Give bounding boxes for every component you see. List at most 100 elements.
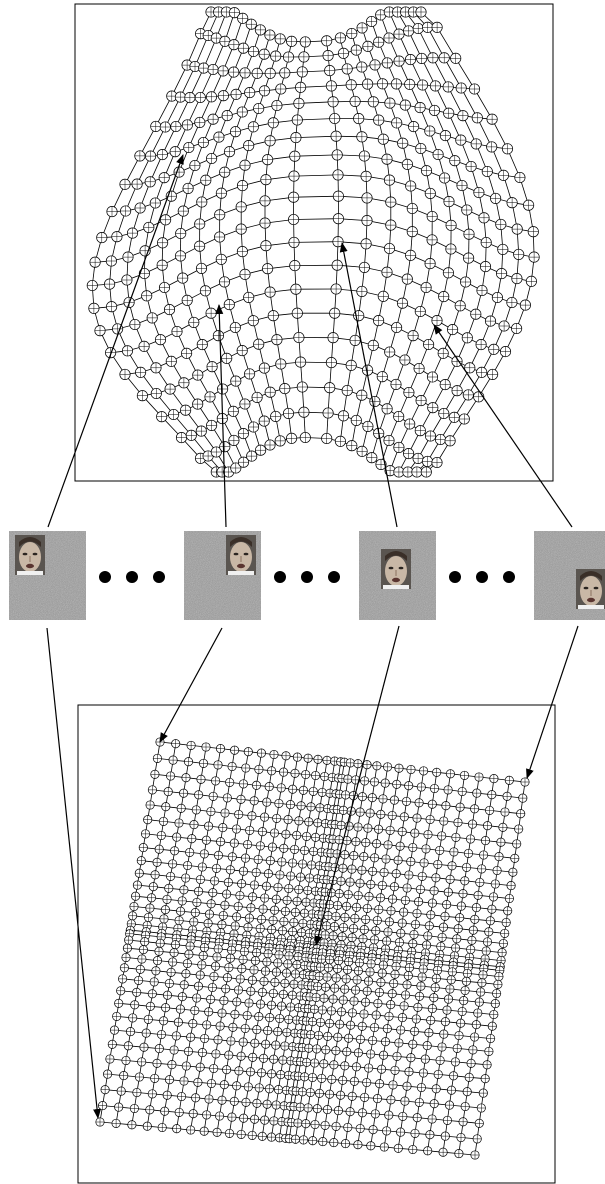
bottom-mesh-node: [183, 757, 194, 767]
top-mesh-node: [247, 421, 260, 433]
bottom-mesh-node: [319, 993, 329, 1003]
bottom-mesh-node: [235, 890, 245, 901]
bottom-mesh-node: [498, 822, 508, 832]
bottom-mesh-node: [476, 1103, 486, 1113]
top-mesh-node: [181, 119, 193, 131]
bottom-mesh-node: [288, 927, 298, 937]
bottom-mesh-node: [160, 1106, 170, 1116]
top-mesh-node: [455, 82, 467, 94]
bottom-mesh-node: [100, 1085, 110, 1095]
bottom-mesh-node: [284, 951, 294, 961]
top-mesh-node: [447, 324, 459, 336]
bottom-mesh-node: [359, 925, 369, 935]
bottom-mesh-node: [353, 890, 363, 901]
top-mesh-node: [369, 395, 381, 408]
top-mesh-node: [228, 7, 240, 19]
top-mesh-node: [119, 368, 131, 380]
top-mesh-node: [295, 356, 307, 368]
bottom-mesh-node: [151, 966, 161, 976]
bottom-mesh-node: [458, 1117, 468, 1127]
bottom-mesh-node: [440, 911, 450, 921]
bottom-mesh-node: [310, 1119, 320, 1130]
bottom-mesh-node: [134, 868, 144, 878]
bottom-mesh-node: [238, 1037, 248, 1047]
top-mesh-node: [334, 32, 346, 44]
bottom-mesh-node: [351, 1062, 361, 1072]
bottom-mesh-node: [186, 740, 196, 750]
top-mesh-node: [223, 299, 235, 311]
top-mesh-node: [181, 294, 193, 306]
bottom-mesh-node: [341, 901, 352, 911]
bottom-mesh-node: [243, 747, 253, 757]
top-mesh-node: [218, 276, 231, 288]
bottom-mesh-node: [436, 941, 446, 952]
top-mesh-node: [288, 191, 300, 203]
top-mesh-node: [138, 267, 150, 280]
top-mesh-node: [404, 418, 416, 430]
bottom-mesh-node: [336, 820, 346, 830]
bottom-mesh-node: [471, 903, 481, 913]
top-mesh-node: [258, 48, 270, 60]
bottom-mesh-node: [439, 816, 449, 826]
bottom-mesh-node: [162, 894, 172, 904]
bottom-mesh-node: [279, 767, 289, 777]
bottom-mesh-node: [442, 1005, 452, 1015]
bottom-mesh-node: [303, 885, 313, 895]
bottom-mesh-node: [197, 862, 207, 872]
top-mesh-node: [204, 391, 216, 403]
bottom-mesh-node: [162, 1090, 172, 1100]
top-mesh-node: [329, 112, 341, 125]
top-mesh-node: [486, 141, 498, 153]
bottom-mesh-node: [232, 1081, 242, 1091]
bottom-mesh-node: [175, 1004, 185, 1014]
bottom-mesh-node: [353, 966, 363, 976]
top-mesh-node: [237, 12, 249, 24]
bottom-mesh-node: [438, 922, 449, 932]
bottom-mesh-node: [238, 954, 248, 965]
top-mesh-node: [217, 65, 229, 77]
top-mesh-edge: [460, 87, 478, 118]
bottom-mesh-node: [302, 1057, 312, 1067]
bottom-mesh-node: [401, 796, 412, 806]
top-mesh-node: [236, 345, 248, 357]
bottom-mesh-node: [333, 1032, 343, 1042]
bottom-mesh-node: [190, 908, 200, 918]
top-mesh-node: [192, 398, 204, 410]
bottom-mesh-node: [355, 807, 365, 817]
bottom-mesh-node: [169, 948, 179, 958]
top-mesh-edge: [427, 27, 445, 58]
top-mesh-node: [121, 345, 134, 357]
top-mesh-node: [476, 366, 488, 378]
bottom-mesh-node: [154, 946, 164, 956]
bottom-mesh-node: [317, 787, 327, 797]
top-mesh-node: [523, 199, 535, 211]
bottom-mesh-node: [233, 985, 244, 995]
bottom-mesh-node: [152, 857, 162, 867]
bottom-mesh-node: [286, 1002, 296, 1012]
top-mesh-node: [403, 448, 415, 460]
bottom-mesh-node: [420, 1054, 430, 1064]
bottom-mesh-node: [457, 1006, 467, 1017]
bottom-mesh-node: [292, 960, 302, 970]
bottom-mesh-node: [443, 785, 453, 795]
bottom-mesh-node: [365, 967, 375, 977]
bottom-mesh-node: [277, 857, 287, 867]
bottom-mesh-node: [280, 906, 290, 916]
top-mesh-edge: [194, 35, 209, 67]
bottom-mesh-node: [371, 1010, 381, 1020]
bottom-mesh-node: [328, 994, 338, 1004]
bottom-mesh-node: [330, 983, 340, 993]
bottom-mesh-node: [431, 1084, 441, 1094]
top-mesh-node: [156, 259, 168, 271]
bottom-mesh-node: [408, 1144, 418, 1155]
top-mesh-node: [274, 435, 286, 447]
bottom-mesh-node: [210, 876, 220, 886]
top-mesh-node: [158, 281, 171, 294]
top-mesh-node: [438, 291, 450, 303]
bottom-mesh-node: [237, 879, 247, 889]
bottom-mesh-node: [492, 865, 502, 876]
bottom-mesh-node: [249, 880, 259, 890]
bottom-mesh-node: [440, 1131, 450, 1141]
top-mesh-node: [331, 259, 343, 271]
top-mesh-node: [134, 202, 146, 214]
